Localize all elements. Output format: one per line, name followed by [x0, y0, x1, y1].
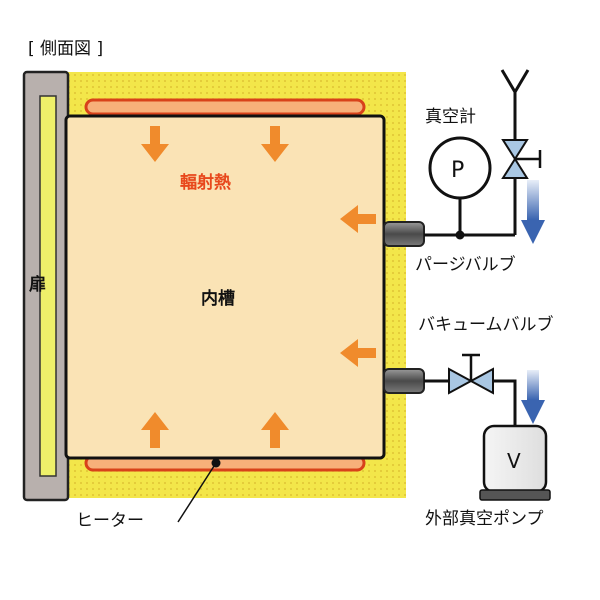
vacuum-port	[383, 368, 425, 394]
radiant-heat-label: 輻射熱	[180, 172, 231, 193]
heater-label: ヒーター	[76, 511, 144, 531]
vacuum-gauge	[428, 136, 492, 200]
heat-arrow-bottom-right	[261, 412, 289, 448]
inner-chamber-label: 内槽	[201, 288, 235, 309]
door-label: 扉	[29, 274, 46, 295]
purge-piping	[424, 69, 530, 237]
external-vacuum-pump	[479, 424, 551, 501]
purge-port	[383, 221, 425, 247]
vacuum-flow-arrow	[521, 370, 545, 424]
heater-callout-line	[177, 462, 217, 523]
purge-valve	[501, 139, 542, 179]
purge-flow-arrow	[521, 180, 545, 244]
heat-arrow-right-lower	[340, 339, 376, 367]
heat-arrow-top-left	[141, 126, 169, 162]
junction-dot	[455, 230, 465, 240]
vacuum-valve	[448, 353, 494, 395]
heater-top	[84, 98, 366, 116]
vacuum-valve-label: バキュームバルブ	[418, 314, 554, 335]
heat-arrow-right-upper	[340, 205, 376, 233]
view-title: [ 側面図 ]	[28, 39, 103, 59]
inner-chamber	[64, 114, 386, 460]
external-pump-label: 外部真空ポンプ	[425, 509, 544, 529]
gauge-symbol: P	[451, 158, 464, 183]
purge-valve-label: パージバルブ	[415, 254, 516, 275]
pump-symbol: V	[507, 449, 521, 473]
heat-arrow-bottom-left	[141, 412, 169, 448]
heat-arrow-top-right	[261, 126, 289, 162]
vacuum-gauge-label: 真空計	[425, 107, 476, 127]
vacuum-piping	[424, 379, 517, 428]
